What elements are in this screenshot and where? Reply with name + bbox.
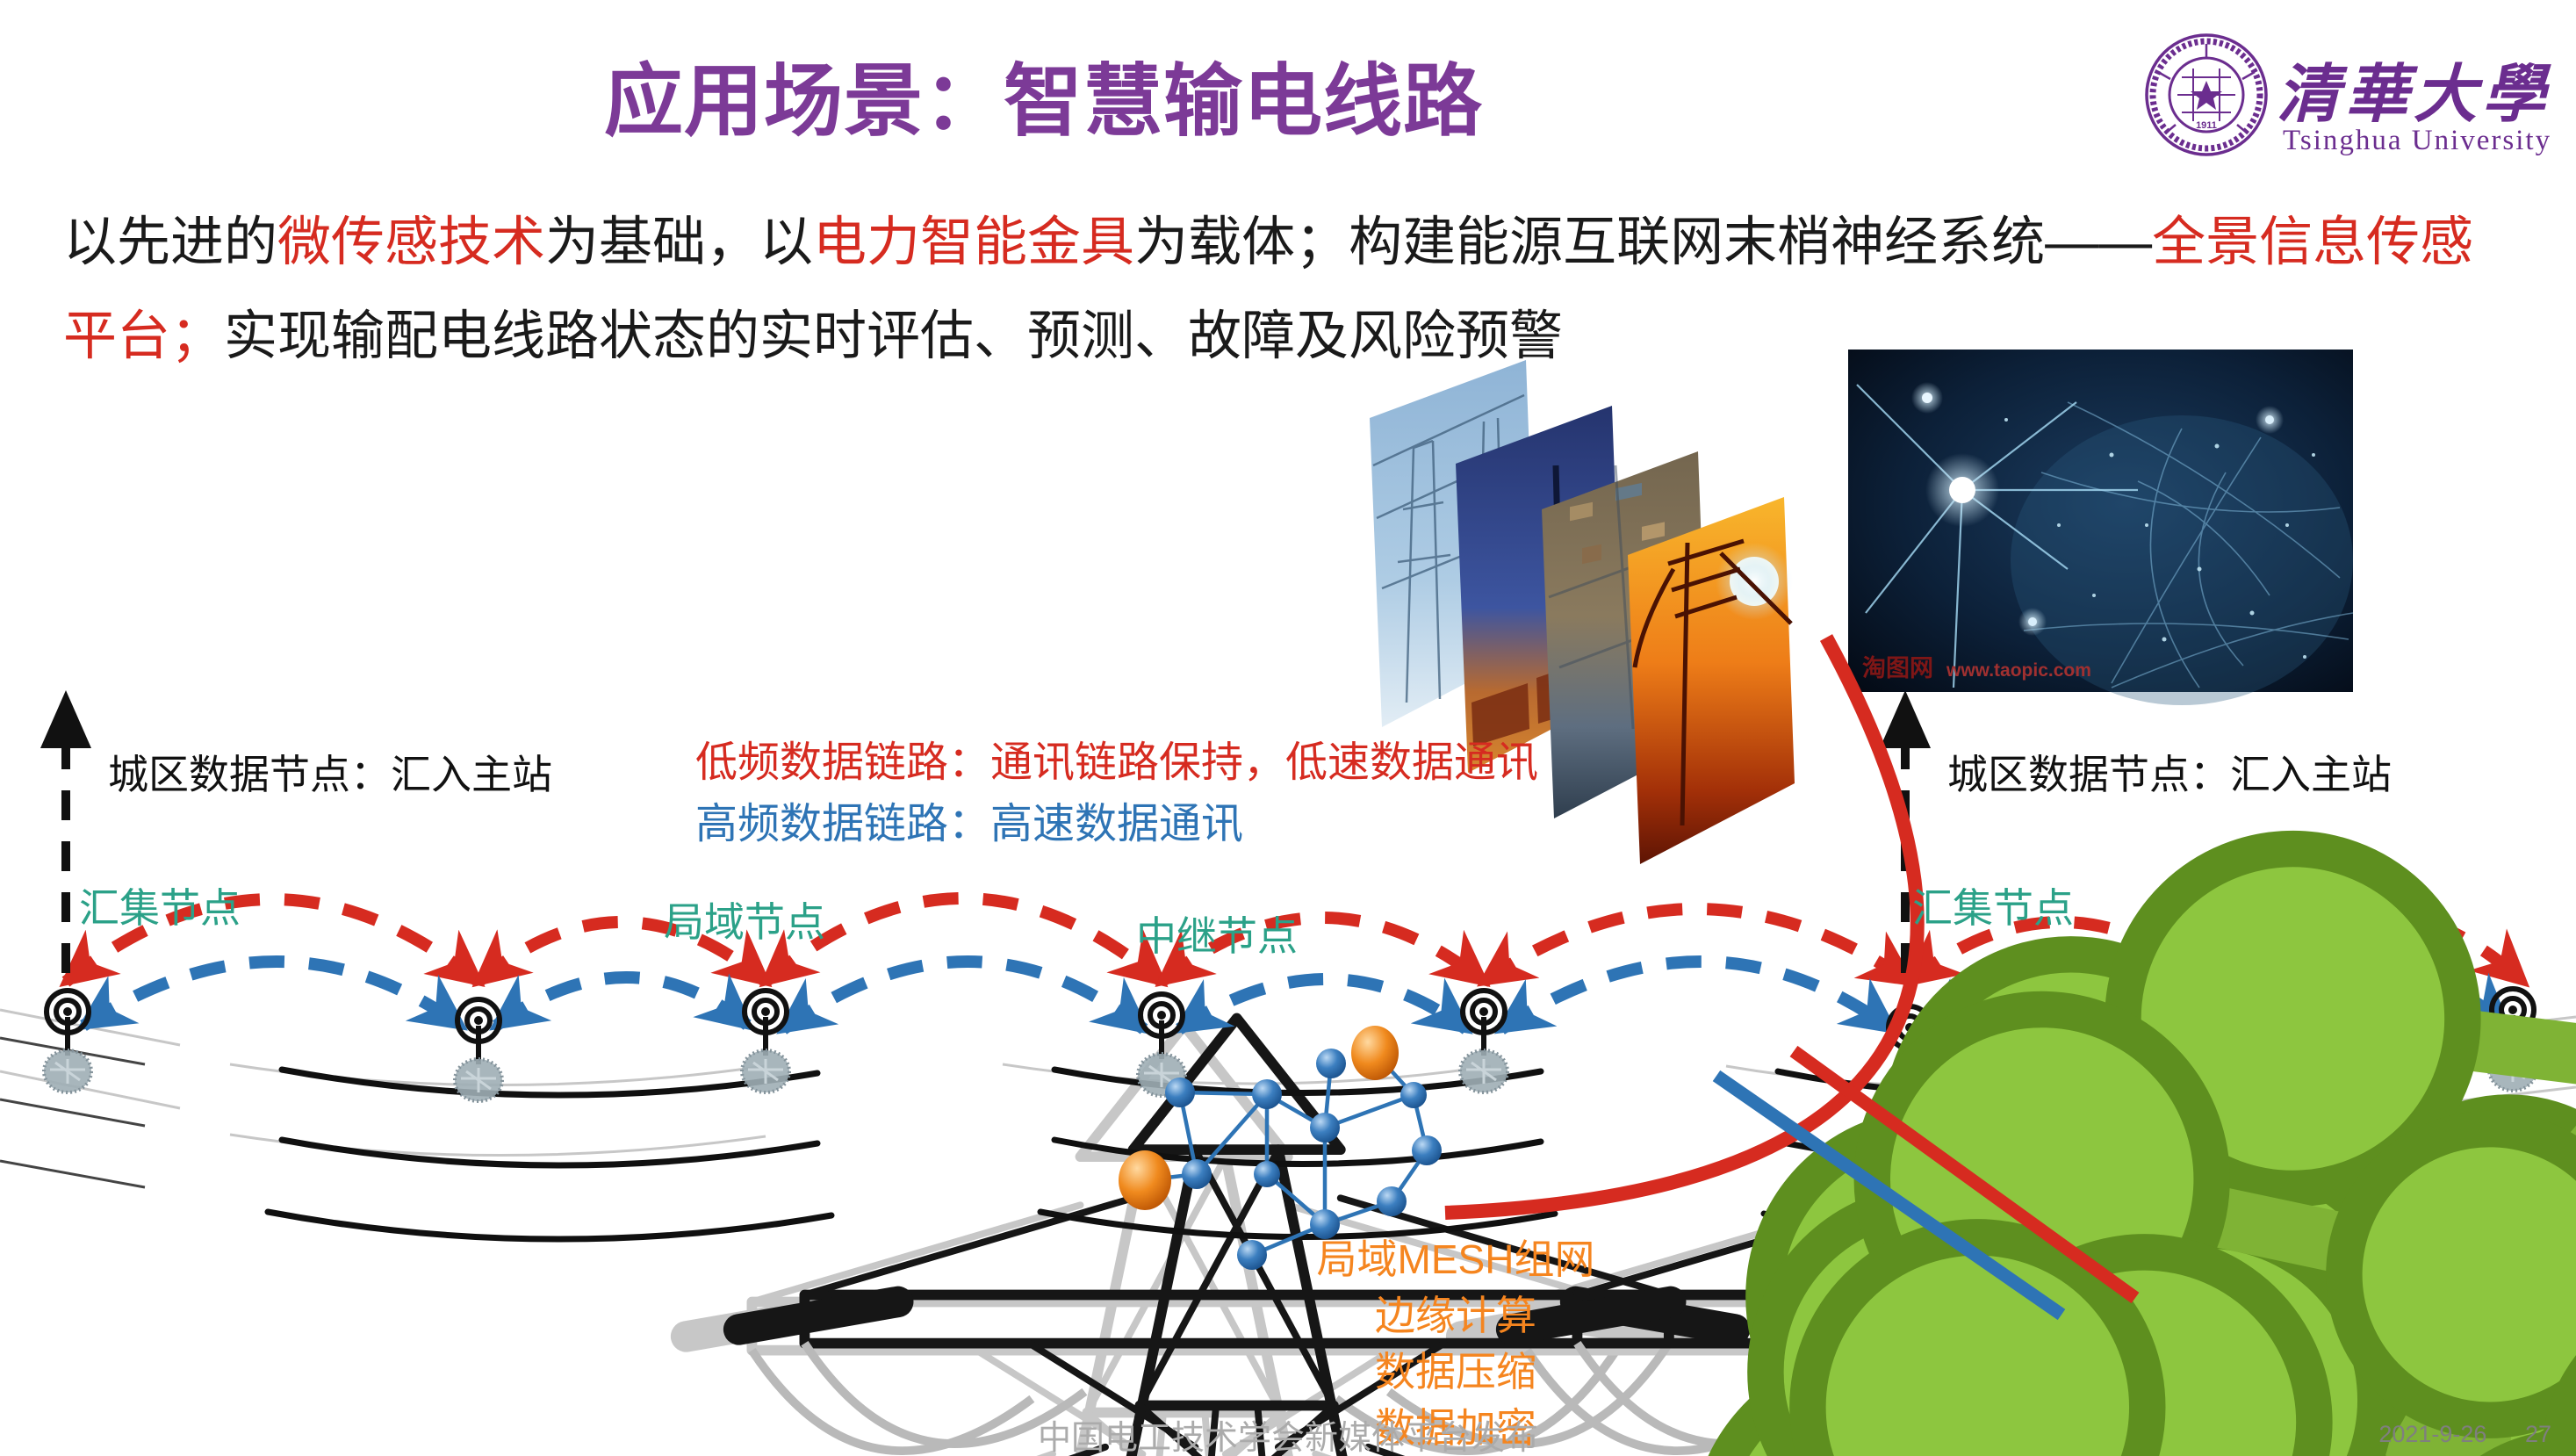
photo-sunset-pole bbox=[1628, 497, 1795, 864]
intro-highlight: 微传感技术 bbox=[277, 212, 546, 271]
tsinghua-seal-icon: 1911 bbox=[2145, 33, 2268, 156]
intro-highlight: 平台； bbox=[63, 306, 225, 365]
gateway-node bbox=[1119, 1150, 1171, 1210]
mesh-network bbox=[1119, 494, 2576, 1456]
mesh-nodes bbox=[1119, 1026, 1442, 1270]
uplink-arrow-left bbox=[40, 690, 91, 973]
footer-credit: 中国电工技术学会新媒体平台发布 bbox=[1037, 1420, 1538, 1456]
intro-line-1: 以先进的微传感技术为基础，以电力智能金具为载体；构建能源互联网末梢神经系统——全… bbox=[63, 195, 2565, 289]
intro-paragraph: 以先进的微传感技术为基础，以电力智能金具为载体；构建能源互联网末梢神经系统——全… bbox=[63, 195, 2565, 383]
slide-date: 2021-9-26 bbox=[2378, 1421, 2487, 1447]
sensor-icon bbox=[455, 999, 502, 1101]
intro-line-2: 平台；实现输配电线路状态的实时评估、预测、故障及风险预警 bbox=[63, 289, 2565, 383]
intro-text: 为载体；构建能源互联网末梢神经系统—— bbox=[1134, 212, 2153, 271]
local-node-label: 局域节点 bbox=[664, 899, 825, 945]
page-title: 应用场景：智慧输电线路 bbox=[604, 58, 1483, 146]
mesh-caption-line: 数据压缩 bbox=[1375, 1349, 1536, 1395]
low-freq-link-label: 低频数据链路：通讯链路保持，低速数据通讯 bbox=[695, 739, 1539, 786]
left-aggregation-label: 汇集节点 bbox=[79, 885, 241, 931]
blue-line bbox=[1712, 1070, 2066, 1321]
right-station-label: 城区数据节点：汇入主站 bbox=[1947, 752, 2392, 797]
sensor-icon bbox=[1460, 991, 1507, 1092]
mesh-caption-line: 边缘计算 bbox=[1375, 1293, 1536, 1338]
high-freq-link-label: 高频数据链路：高速数据通讯 bbox=[695, 801, 1244, 847]
watermark-site: 淘图网 bbox=[1862, 655, 1933, 681]
neural-network-image: 淘图网 www.taopic.com bbox=[1848, 350, 2354, 705]
page-number: 27 bbox=[2524, 1421, 2551, 1447]
intro-text: 以先进的 bbox=[63, 212, 278, 271]
university-name-en: Tsinghua University bbox=[2283, 125, 2552, 156]
red-line bbox=[1789, 1045, 2140, 1304]
intro-text: 为基础，以 bbox=[545, 212, 814, 271]
mesh-caption: 局域MESH组网 边缘计算 数据压缩 数据加密 bbox=[1315, 1231, 1596, 1456]
sensor-icon bbox=[44, 991, 91, 1092]
date-and-page: 2021-9-26 27 bbox=[2378, 1421, 2551, 1448]
intro-highlight: 电力智能金具 bbox=[813, 212, 1135, 271]
intro-text: 实现输配电线路状态的实时评估、预测、故障及风险预警 bbox=[224, 306, 1564, 365]
low-frequency-links bbox=[59, 892, 2530, 988]
connector-decorations bbox=[1444, 634, 2140, 1321]
right-aggregation-label: 汇集节点 bbox=[1912, 885, 2074, 931]
tsinghua-logo: 1911 清華大學 Tsinghua University bbox=[2141, 26, 2562, 176]
relay-node-label: 中继节点 bbox=[1136, 913, 1298, 959]
university-name-zh: 清華大學 bbox=[2277, 60, 2551, 130]
mesh-caption-line: 局域MESH组网 bbox=[1316, 1236, 1595, 1282]
seal-year: 1911 bbox=[2196, 120, 2217, 131]
red-arc bbox=[1444, 634, 1925, 1220]
watermark-url: www.taopic.com bbox=[1946, 660, 2091, 681]
photo-cascade bbox=[1370, 360, 1795, 864]
gateway-node bbox=[1351, 1026, 1399, 1080]
sensor-icon bbox=[742, 991, 789, 1092]
mesh-caption-line: 数据加密 bbox=[1375, 1405, 1536, 1451]
left-station-label: 城区数据节点：汇入主站 bbox=[108, 752, 552, 797]
intro-highlight: 全景信息传感 bbox=[2152, 212, 2474, 271]
